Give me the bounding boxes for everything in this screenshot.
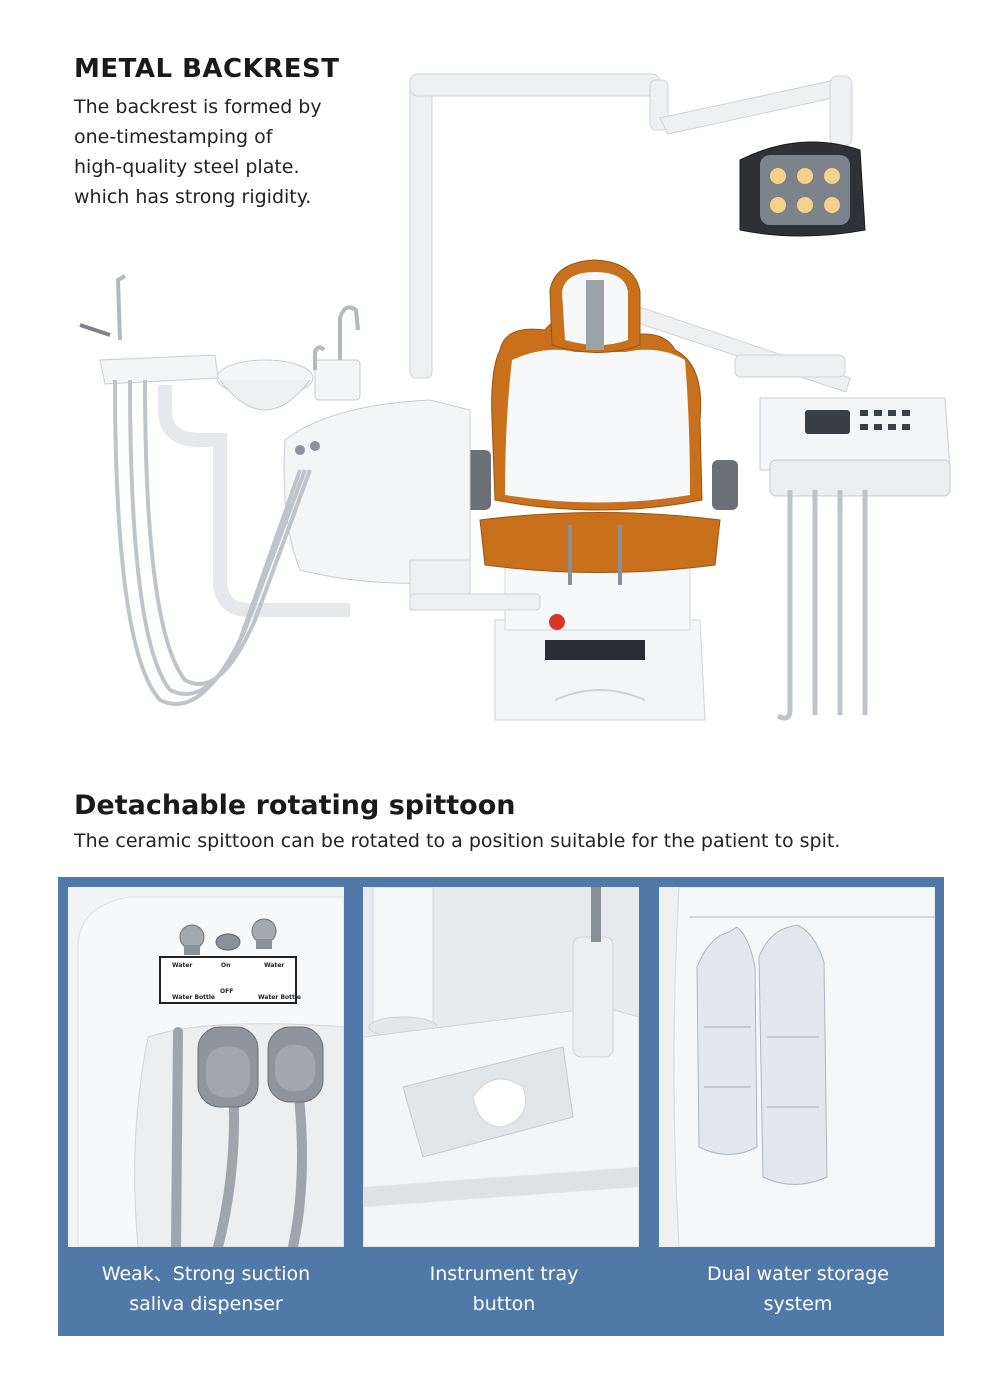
caption-line: Instrument tray (429, 1263, 579, 1285)
caption-tray-button: Instrument tray button (356, 1259, 652, 1319)
caption-line: saliva dispenser (129, 1293, 283, 1315)
label-on: On (221, 962, 230, 969)
hero-desc-line: The backrest is formed by (74, 96, 322, 118)
label-water-right: Water (264, 962, 284, 969)
label-off: OFF (220, 988, 233, 995)
dental-chair-illustration (79, 73, 951, 721)
hero-desc-line: high-quality steel plate. (74, 156, 300, 178)
tray-button-photo (363, 887, 639, 1247)
suction-valve-photo: Water On Water Water Bottle OFF Water Bo… (68, 887, 344, 1247)
water-bottle-photo (659, 887, 935, 1247)
caption-suction: Weak、Strong suction saliva dispenser (58, 1259, 354, 1319)
hero-section: METAL BACKREST The backrest is formed by… (74, 54, 951, 721)
caption-line: system (763, 1293, 833, 1315)
caption-water-storage: Dual water storage system (650, 1259, 946, 1319)
label-bottle-left: Water Bottle (172, 994, 215, 1001)
caption-line: Weak、Strong suction (101, 1263, 311, 1285)
hero-desc-line: which has strong rigidity. (74, 186, 312, 208)
label-water-left: Water (172, 962, 192, 969)
caption-line: button (472, 1293, 536, 1315)
spittoon-section-title: Detachable rotating spittoon (74, 790, 516, 821)
hero-desc-line: one-timestamping of (74, 126, 273, 148)
label-bottle-right: Water Bottle (258, 994, 301, 1001)
hero-description: The backrest is formed by one-timestampi… (74, 92, 374, 212)
caption-line: Dual water storage (707, 1263, 889, 1285)
hero-title: METAL BACKREST (74, 54, 340, 84)
spittoon-section-description: The ceramic spittoon can be rotated to a… (74, 830, 841, 852)
feature-panel: Water On Water Water Bottle OFF Water Bo… (58, 877, 944, 1336)
